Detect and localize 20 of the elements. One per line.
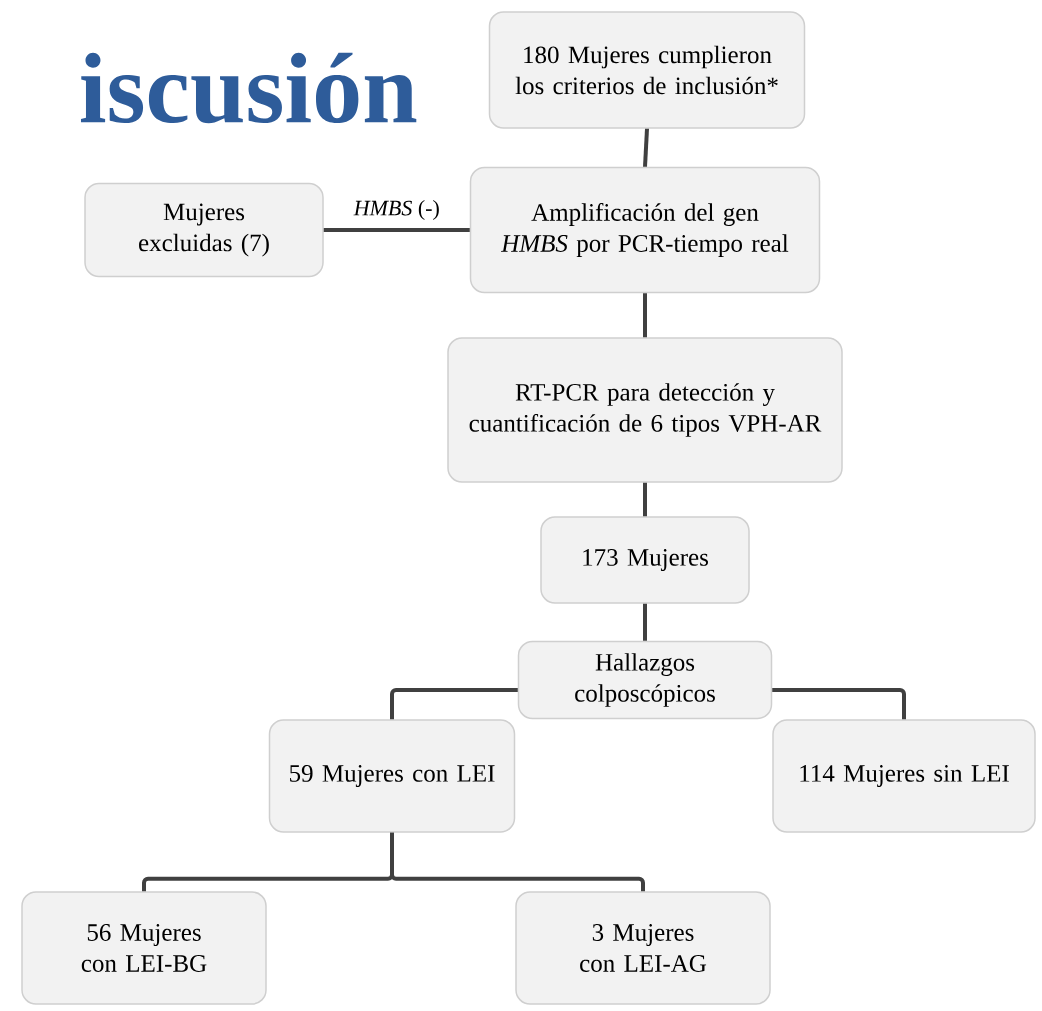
connector-line — [390, 832, 645, 892]
process-box: 114 Mujeres sin LEI — [772, 719, 1036, 833]
process-box: Amplificación del gen HMBS por PCR-tiempo real — [469, 166, 821, 294]
process-box: Hallazgos colposcópicos — [517, 640, 773, 720]
connector-line — [323, 228, 470, 232]
process-box: RT-PCR para detección y cuantificación de 6 tipos VPH-AR — [447, 337, 843, 483]
process-box: 56 Mujeres con LEI-BG — [21, 891, 267, 1005]
edge-label: HMBS (-) — [351, 198, 442, 222]
process-box: Mujeres excluidas (7) — [84, 182, 324, 278]
connector-line — [390, 688, 518, 720]
connector-line — [643, 603, 647, 641]
connector-line — [643, 482, 647, 517]
process-box: 3 Mujeres con LEI-AG — [515, 891, 771, 1005]
connector-line — [772, 688, 906, 720]
connector-line — [643, 128, 649, 167]
process-box: 173 Mujeres — [540, 516, 750, 604]
process-box: 59 Mujeres con LEI — [268, 719, 516, 833]
connector-line — [643, 293, 647, 338]
process-box: 180 Mujeres cumplieron los criterios de inclusión* — [488, 11, 806, 129]
title: iscusión — [81, 52, 417, 124]
